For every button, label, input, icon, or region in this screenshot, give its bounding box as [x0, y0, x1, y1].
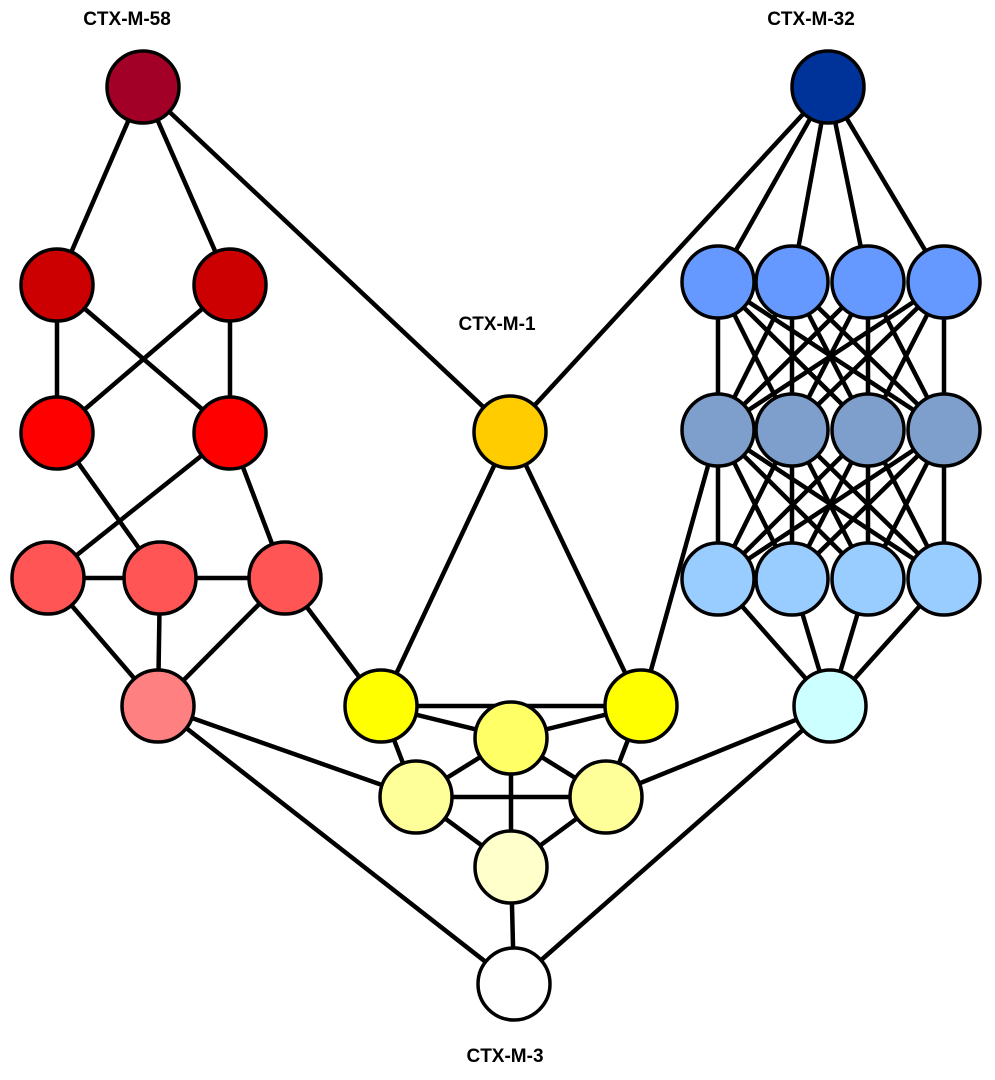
node-b3b: [754, 541, 830, 617]
node-b3c: [830, 541, 906, 617]
edge-cy-y5: [603, 703, 833, 800]
node-y6: [473, 829, 549, 905]
edge-r1b-r2a: [54, 282, 233, 436]
node-b2d: [906, 392, 982, 468]
node-r3a: [10, 540, 86, 616]
node-y5: [568, 759, 644, 835]
node-b1c: [830, 244, 906, 320]
node-y2: [603, 668, 679, 744]
node-y1: [343, 668, 419, 744]
edge-pk-y4: [155, 703, 419, 800]
edge-cy-ctx-m-3: [511, 703, 833, 987]
node-y3: [473, 700, 549, 776]
edge-b2a-y2: [638, 427, 721, 709]
edge-ctx-m-1-y1: [378, 429, 513, 709]
node-b1b: [754, 244, 830, 320]
node-ctx-m-58: [105, 49, 181, 125]
node-r1b: [192, 247, 268, 323]
node-b2b: [754, 392, 830, 468]
node-ctx-m-1: [472, 394, 548, 470]
node-r3c: [247, 540, 323, 616]
node-b2a: [680, 392, 756, 468]
node-r3b: [122, 540, 198, 616]
node-r2a: [19, 395, 95, 471]
edge-pk-ctx-m-3: [155, 703, 517, 987]
node-y4: [378, 759, 454, 835]
edge-ctx-m-32-b1d: [825, 84, 947, 285]
node-r1a: [19, 247, 95, 323]
node-r2b: [192, 395, 268, 471]
label-ctx-m-3: CTX-M-3: [466, 1046, 543, 1067]
node-b1d: [906, 244, 982, 320]
edge-ctx-m-1-y2: [507, 429, 644, 709]
edge-r2b-r3a: [45, 430, 233, 581]
edge-ctx-m-1-ctx-m-32: [507, 84, 831, 435]
node-group: [10, 49, 982, 1022]
label-ctx-m-32: CTX-M-32: [767, 9, 855, 30]
label-ctx-m-1: CTX-M-1: [458, 314, 535, 335]
label-ctx-m-58: CTX-M-58: [83, 9, 171, 30]
node-ctx-m-3: [476, 946, 552, 1022]
node-b3a: [680, 541, 756, 617]
edge-b1d-b2a: [715, 279, 947, 433]
node-pk: [120, 668, 196, 744]
node-b1a: [680, 244, 756, 320]
node-b3d: [906, 541, 982, 617]
node-b2c: [830, 392, 906, 468]
node-ctx-m-32: [790, 49, 866, 125]
edge-b2d-b3a: [715, 427, 947, 582]
edge-ctx-m-58-ctx-m-1: [140, 84, 513, 435]
node-cy: [792, 668, 868, 744]
